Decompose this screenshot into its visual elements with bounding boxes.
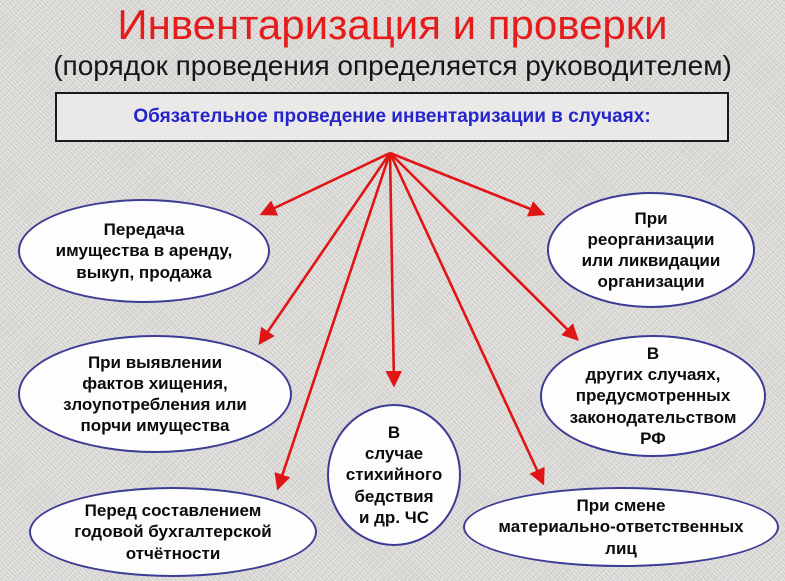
- bubble-theft-label: При выявлении фактов хищения, злоупотреб…: [63, 352, 247, 436]
- bubble-transfer-label: Передача имущества в аренду, выкуп, прод…: [55, 220, 233, 282]
- bubble-other-cases-label: В других случаях, предусмотренных законо…: [569, 344, 737, 448]
- bubble-responsible-change-label: При смене материально-ответственных лиц: [498, 496, 744, 558]
- bubble-other-cases: В других случаях, предусмотренных законо…: [540, 335, 766, 457]
- arrow-to-theft: [258, 152, 392, 346]
- bubble-transfer: Передача имущества в аренду, выкуп, прод…: [18, 199, 270, 303]
- bubble-disaster-label: В случае стихийного бедствия и др. ЧС: [345, 423, 443, 527]
- bubble-reorganization: При реорганизации или ликвидации организ…: [547, 192, 755, 308]
- header-box-label: Обязательное проведение инвентаризации в…: [133, 106, 651, 127]
- bubble-theft: При выявлении фактов хищения, злоупотреб…: [18, 335, 292, 453]
- bubble-annual-report: Перед составлением годовой бухгалтерской…: [29, 487, 317, 577]
- arrow-to-transfer: [259, 151, 391, 216]
- arrow-to-disaster: [385, 152, 403, 388]
- header-box: Обязательное проведение инвентаризации в…: [55, 92, 729, 142]
- bubble-annual-report-label: Перед составлением годовой бухгалтерской…: [74, 501, 272, 563]
- slide-title: Инвентаризация и проверки: [117, 1, 668, 48]
- arrow-to-reorganization: [389, 151, 546, 217]
- bubble-disaster: В случае стихийного бедствия и др. ЧС: [327, 404, 461, 546]
- slide-subtitle: (порядок проведения определяется руковод…: [53, 50, 732, 81]
- bubble-responsible-change: При смене материально-ответственных лиц: [463, 487, 779, 567]
- bubble-reorganization-label: При реорганизации или ликвидации организ…: [581, 208, 721, 292]
